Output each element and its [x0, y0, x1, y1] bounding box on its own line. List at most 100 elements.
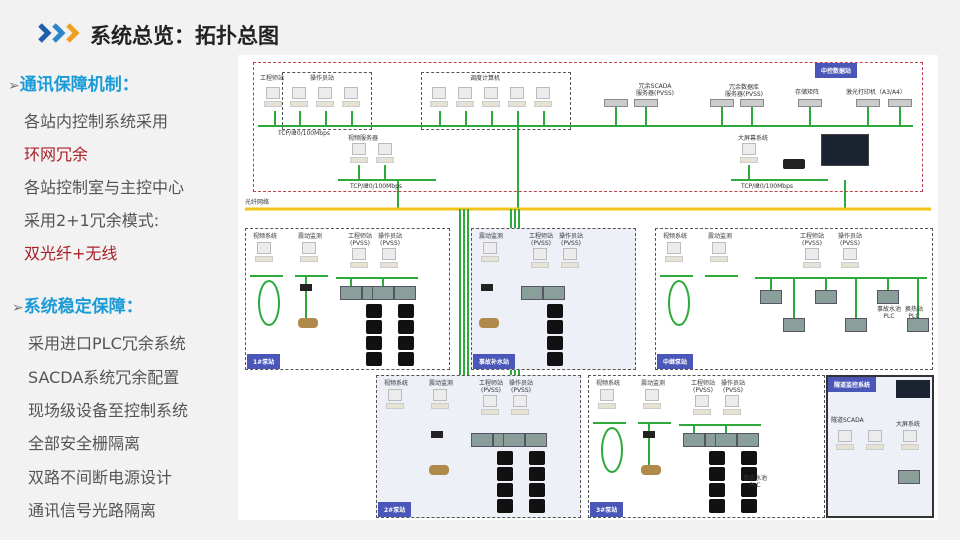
io-module-icon [709, 483, 725, 497]
computer-icon [481, 242, 499, 264]
io-module-icon [529, 467, 545, 481]
highlight-text: 环网冗余 [24, 145, 89, 164]
page-title: 系统总览：拓扑总图 [90, 24, 279, 48]
printer-icon [856, 99, 880, 107]
diagram-label: 视频系统 [253, 233, 278, 240]
diagram-label: 工程师站 (PVSS) [800, 233, 825, 247]
plc-rack-icon [543, 286, 565, 300]
diagram-label: TCP/IP [278, 130, 297, 137]
diagram-label: 操作员站 [310, 75, 335, 82]
plc-rack-icon [760, 290, 782, 304]
server-icon [634, 99, 658, 107]
bullet-text: 双路不间断电源设计 [28, 468, 173, 487]
computer-icon [561, 248, 579, 270]
video-wall-icon [821, 134, 869, 166]
computer-icon [598, 389, 616, 411]
diagram-label: 操作员站 (PVSS) [509, 380, 534, 394]
ring-network [258, 280, 280, 326]
diagram-label: 换热站 PLC [905, 306, 924, 320]
io-module-icon [497, 467, 513, 481]
diagram-label: 震动监测 [479, 233, 504, 240]
diagram-label: 调度计算机 [470, 75, 501, 82]
computer-icon [380, 248, 398, 270]
diagram-label: 工程师站 (PVSS) [479, 380, 504, 394]
server-icon [798, 99, 822, 107]
diagram-label: 视频系统 [663, 233, 688, 240]
vibration-sensor-icon [641, 465, 661, 475]
station-tag-relay: 中继泵站 [657, 354, 694, 369]
diagram-label: 操作员站 (PVSS) [559, 233, 584, 247]
station-tag-tunnel: 隧道监控系统 [828, 377, 877, 392]
triple-chevron-icon [38, 23, 80, 43]
computer-icon [803, 248, 821, 270]
computer-icon [710, 242, 728, 264]
server-icon [604, 99, 628, 107]
diagram-label: 工程师站 (PVSS) [348, 233, 373, 247]
bullet-text: 采用进口PLC冗余系统 [28, 334, 186, 353]
computer-icon [723, 395, 741, 417]
io-module-icon [709, 451, 725, 465]
computer-icon [431, 389, 449, 411]
diagram-label: 工程师站 [260, 75, 285, 82]
station-box-s3 [588, 375, 825, 518]
computer-icon [342, 87, 360, 109]
section-heading: ➢系统稳定保障： [12, 292, 143, 317]
server-icon [710, 99, 734, 107]
switch-icon [431, 431, 443, 438]
plc-rack-icon [737, 433, 759, 447]
bullet-text: 各站控制室与主控中心 [24, 178, 185, 197]
diagram-label: 震动监测 [298, 233, 323, 240]
computer-icon [665, 242, 683, 264]
dispatch-group-box [421, 72, 571, 130]
diagram-label: 视频系统 [596, 380, 621, 387]
plc-rack-icon [521, 286, 543, 300]
io-module-icon [529, 499, 545, 513]
ring-network [668, 280, 690, 326]
computer-icon [350, 248, 368, 270]
io-module-icon [547, 352, 563, 366]
plc-rack-icon [783, 318, 805, 332]
vibration-sensor-icon [429, 465, 449, 475]
server-icon [740, 99, 764, 107]
ring-network [601, 427, 623, 473]
io-module-icon [497, 451, 513, 465]
bullet-text: 各站内控制系统采用 [24, 112, 169, 131]
station-tag-accident: 事故补水站 [473, 354, 516, 369]
io-module-icon [547, 304, 563, 318]
diagram-label: 震动监测 [429, 380, 454, 387]
bullet-text: 通讯信号光路隔离 [28, 501, 157, 520]
diagram-label: TCP/IP [741, 183, 760, 190]
diagram-label: 大屏幕系统 [738, 135, 769, 142]
computer-icon [693, 395, 711, 417]
fiber-network-label: 光纤网络 [245, 199, 270, 206]
computer-icon [290, 87, 308, 109]
computer-icon [481, 395, 499, 417]
computer-icon [901, 430, 919, 452]
diagram-label: 操作员站 (PVSS) [378, 233, 403, 247]
center-station-box [253, 62, 923, 192]
computer-icon [836, 430, 854, 452]
io-module-icon [547, 320, 563, 334]
video-wall-icon [896, 380, 930, 398]
bullet-text: 现场级设备至控制系统 [28, 401, 189, 420]
section-heading: ➢通讯保障机制： [8, 70, 139, 95]
diagram-label: 事故水池 PLC [877, 306, 902, 320]
diagram-label: 震动监测 [641, 380, 666, 387]
vibration-sensor-icon [479, 318, 499, 328]
bullet-text: 采用2+1冗余模式: [24, 211, 160, 230]
plc-rack-icon [845, 318, 867, 332]
computer-icon [531, 248, 549, 270]
io-module-icon [547, 336, 563, 350]
io-module-icon [741, 483, 757, 497]
io-module-icon [741, 467, 757, 481]
io-module-icon [709, 499, 725, 513]
io-module-icon [398, 336, 414, 350]
plc-rack-icon [898, 470, 920, 484]
center-station-tag: 中控数据站 [815, 63, 858, 78]
computer-icon [264, 87, 282, 109]
plc-rack-icon [503, 433, 525, 447]
diagram-label: TCP/IP [350, 183, 369, 190]
diagram-label: 视频服务器 [348, 135, 379, 142]
station-tag-s3: 3#泵站 [590, 502, 624, 517]
